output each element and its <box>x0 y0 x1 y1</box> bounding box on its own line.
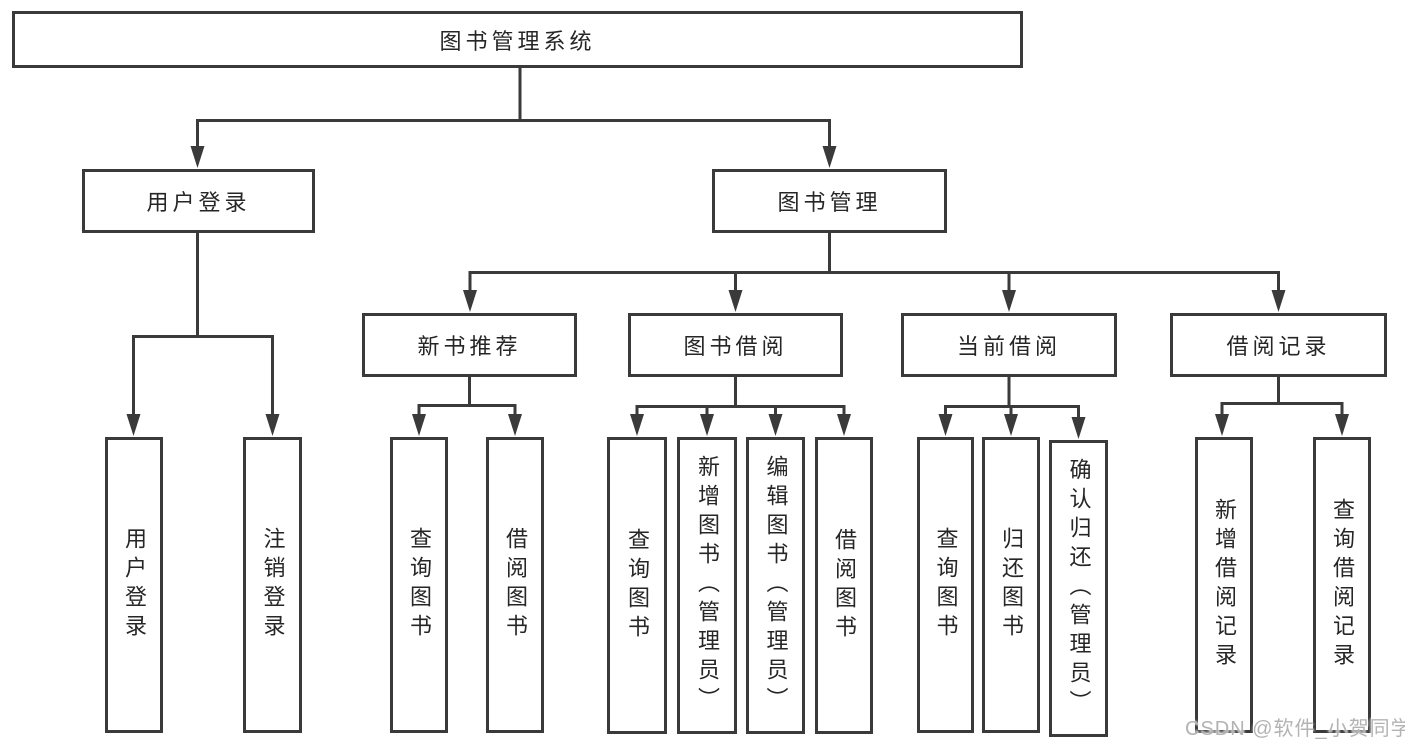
connector-user-login-to-leaves <box>132 232 274 418</box>
node-label: 图书管理 <box>777 190 882 215</box>
node-label: 用户登录 <box>122 527 147 643</box>
arrow-down-icon <box>126 414 141 436</box>
leaf-query-books-1: 查询图书 <box>390 437 448 733</box>
node-label: 图书借阅 <box>683 334 788 359</box>
node-label: 新增图书（管理员） <box>695 455 720 716</box>
arrow-down-icon <box>412 414 426 436</box>
arrow-down-icon <box>1271 290 1286 312</box>
leaf-edit-book-admin: 编辑图书（管理员） <box>746 437 805 734</box>
leaf-add-borrow-record: 新增借阅记录 <box>1195 437 1253 733</box>
connector-borrow-records-to-leaves <box>1220 376 1344 418</box>
arrow-down-icon <box>822 146 837 168</box>
node-label: 确认归还（管理员） <box>1066 458 1092 719</box>
leaf-query-books-3: 查询图书 <box>917 437 974 733</box>
leaf-confirm-return-admin: 确认归还（管理员） <box>1049 440 1108 737</box>
node-label: 用户登录 <box>146 190 251 215</box>
arrow-down-icon <box>463 290 477 312</box>
leaf-add-book-admin: 新增图书（管理员） <box>677 437 737 734</box>
arrow-down-icon <box>768 414 783 436</box>
leaf-return-book: 归还图书 <box>982 437 1040 733</box>
leaf-borrow-books-1: 借阅图书 <box>486 437 544 733</box>
node-label: 查询借阅记录 <box>1330 498 1355 672</box>
node-label: 当前借阅 <box>956 334 1061 359</box>
connector-root-to-level2 <box>196 67 831 150</box>
node-library-management-system: 图书管理系统 <box>12 11 1023 68</box>
connector-book-borrow-to-leaves <box>635 376 846 420</box>
node-label: 注销登录 <box>260 527 286 643</box>
leaf-borrow-books-2: 借阅图书 <box>815 437 873 734</box>
node-label: 查询图书 <box>625 527 650 644</box>
node-label: 新增借阅记录 <box>1212 498 1237 672</box>
arrow-down-icon <box>700 414 714 436</box>
node-label: 借阅图书 <box>503 527 528 643</box>
arrow-down-icon <box>1002 290 1016 312</box>
leaf-query-books-2: 查询图书 <box>607 437 667 734</box>
arrow-down-icon <box>1004 414 1018 436</box>
node-label: 图书管理系统 <box>439 28 596 54</box>
node-user-login: 用户登录 <box>82 169 315 233</box>
node-current-borrowing: 当前借阅 <box>901 313 1117 377</box>
leaf-user-login: 用户登录 <box>105 437 163 733</box>
node-label: 查询图书 <box>933 527 959 643</box>
node-label: 查询图书 <box>407 527 432 643</box>
connector-book-management-to-level3 <box>468 232 1280 295</box>
connector-new-book-rec-to-leaves <box>417 376 517 420</box>
arrow-down-icon <box>1215 414 1229 436</box>
node-book-management: 图书管理 <box>712 169 947 233</box>
arrow-down-icon <box>938 414 953 436</box>
node-label: 借阅记录 <box>1226 334 1331 359</box>
node-book-borrowing: 图书借阅 <box>628 313 843 377</box>
node-label: 编辑图书（管理员） <box>763 455 789 716</box>
arrow-down-icon <box>837 414 851 436</box>
node-label: 新书推荐 <box>417 334 522 359</box>
leaf-logout: 注销登录 <box>243 437 302 733</box>
node-new-book-recommend: 新书推荐 <box>362 313 577 377</box>
node-borrowing-records: 借阅记录 <box>1170 313 1387 377</box>
arrow-down-icon <box>1071 417 1086 439</box>
arrow-down-icon <box>265 414 280 436</box>
arrow-down-icon <box>728 290 743 312</box>
arrow-down-icon <box>1335 414 1349 436</box>
arrow-down-icon <box>630 414 644 436</box>
csdn-watermark: CSDN @软件_小贺同学 <box>1185 718 1405 740</box>
leaf-query-borrow-record: 查询借阅记录 <box>1313 437 1371 733</box>
node-label: 归还图书 <box>999 527 1024 643</box>
arrow-down-icon <box>190 146 205 168</box>
node-label: 借阅图书 <box>832 527 857 644</box>
arrow-down-icon <box>508 414 522 436</box>
